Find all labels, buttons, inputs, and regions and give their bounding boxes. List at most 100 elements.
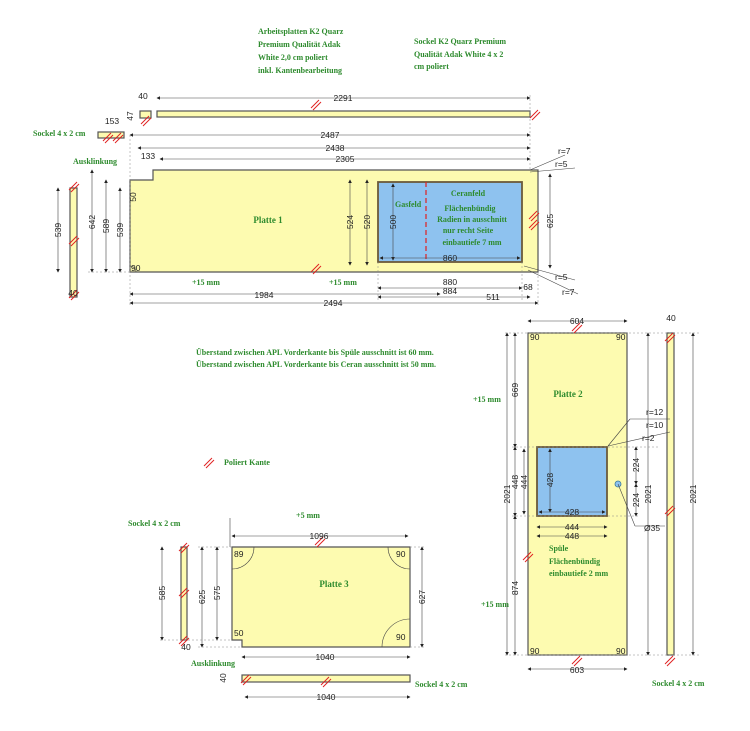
dimension-label: 68 — [523, 282, 533, 292]
dimension-label: 860 — [443, 253, 457, 263]
dimension-label: Qualität Adak White 4 x 2 — [414, 50, 503, 59]
dimension-label: 2021 — [643, 484, 653, 503]
dimension-label: +5 mm — [296, 511, 320, 520]
dimension-label: 880 — [443, 277, 457, 287]
dimension-label: 90 — [530, 646, 540, 656]
sockel-piece-153 — [97, 131, 125, 139]
dimension-label: 625 — [197, 590, 207, 604]
dimension-label: 604 — [570, 316, 584, 326]
dimension-label: 625 — [545, 214, 555, 228]
dimension-label: 539 — [115, 223, 125, 237]
drawing-line — [607, 431, 671, 447]
sockel-label-right: Sockel 4 x 2 cm — [652, 679, 705, 688]
drawing-line — [607, 418, 631, 447]
drawing-line — [527, 269, 579, 295]
spuele-note: Spüle Flächenbündig einbautiefe 2 mm — [549, 544, 608, 578]
dimension-label: +15 mm — [473, 395, 501, 404]
dimension-label: 585 — [157, 586, 167, 600]
dimension-label: 2487 — [321, 130, 340, 140]
dimension-label: einbautiefe 2 mm — [549, 569, 608, 578]
ceranfeld-note: Ceranfeld Flächenbündig Radien in aussch… — [437, 189, 507, 247]
dimension-label: Arbeitsplatten K2 Quarz — [258, 27, 344, 36]
dimension-label: einbautiefe 7 mm — [442, 238, 501, 247]
dimension-label: cm poliert — [414, 62, 449, 71]
platte-3-group: +5 mm Sockel 4 x 2 cm 1096 89 90 90 50 P… — [128, 511, 468, 702]
dimension-label: 224 — [631, 493, 641, 507]
drawing-line — [129, 265, 137, 273]
dimension-label: +15 mm — [329, 278, 357, 287]
platte-1-group: 2291 40 47 153 Sockel 4 x 2 cm 2487 2438… — [33, 91, 579, 308]
dimension-label: inkl. Kantenbearbeitung — [258, 66, 342, 75]
dimension-label: Flächenbündig — [549, 557, 600, 566]
dimension-label: r=7 — [558, 146, 571, 156]
overhang-note-sink: Überstand zwischen APL Vorderkante bis S… — [196, 348, 434, 357]
dimension-label: Flächenbündig — [444, 204, 495, 213]
platte-2-group: 604 603 669 2021 448 444 874 428 428 444… — [473, 313, 705, 688]
dimension-label: 448 — [510, 475, 520, 489]
gasfeld-label: Gasfeld — [395, 200, 422, 209]
dimension-label: +15 mm — [481, 600, 509, 609]
dimension-label: 428 — [565, 507, 579, 517]
dimension-label: 133 — [141, 151, 155, 161]
dimension-label: 603 — [570, 665, 584, 675]
dimension-label: Ceranfeld — [451, 189, 486, 198]
dimension-label: 40 — [218, 673, 228, 683]
dimension-label: +15 mm — [192, 278, 220, 287]
sockel-material-note: Sockel K2 Quarz Premium Qualität Adak Wh… — [414, 37, 506, 71]
drawing-line — [231, 546, 255, 570]
drawing-line — [523, 265, 576, 281]
dimension-label: 500 — [388, 215, 398, 229]
dimension-label: 90 — [616, 332, 626, 342]
drawing-line — [529, 167, 576, 173]
dimension-label: 2438 — [326, 143, 345, 153]
overhang-note-ceran: Überstand zwischen APL Vorderkante bis C… — [196, 360, 436, 369]
dimension-label: 40 — [181, 642, 191, 652]
sockel-label-left-p3: Sockel 4 x 2 cm — [128, 519, 181, 528]
dimension-label: 90 — [131, 263, 141, 273]
sockel-label: Sockel 4 x 2 cm — [33, 129, 86, 138]
dimension-label: 50 — [234, 628, 244, 638]
polished-edge-marker — [310, 99, 322, 111]
dimension-label: Poliert Kante — [224, 458, 270, 467]
dimension-label: 1040 — [316, 652, 335, 662]
dimension-label: r=5 — [555, 272, 568, 282]
polished-edge-marker — [529, 109, 541, 121]
dimension-label: 1040 — [317, 692, 336, 702]
dimension-label: 50 — [128, 192, 138, 202]
sockel-strip-top — [156, 110, 531, 118]
dimension-label: 627 — [417, 590, 427, 604]
dimension-label: nur recht Seite — [443, 226, 494, 235]
dimension-label: 90 — [530, 332, 540, 342]
dimension-label: 2021 — [688, 484, 698, 503]
dimension-label: 90 — [396, 632, 406, 642]
dimension-label: Premium Qualität Adak — [258, 40, 341, 49]
dimension-label: 40 — [138, 91, 148, 101]
platte-1-label: Platte 1 — [253, 215, 283, 225]
dimension-label: 575 — [212, 586, 222, 600]
drawing-line — [529, 154, 566, 171]
dimension-label: 448 — [565, 531, 579, 541]
dimension-label: White 2,0 cm poliert — [258, 53, 328, 62]
dimension-label: 1984 — [255, 290, 274, 300]
ausklinkung-label-p3: Ausklinkung — [191, 659, 235, 668]
dimension-label: r=12 — [646, 407, 664, 417]
platte-2-label: Platte 2 — [553, 389, 583, 399]
dimension-label: Radien in ausschnitt — [437, 215, 507, 224]
dimension-label: Ø35 — [644, 523, 660, 533]
dimension-label: 224 — [631, 458, 641, 472]
polished-edge-marker — [664, 655, 676, 667]
dimension-label: r=5 — [555, 159, 568, 169]
dimension-label: 520 — [362, 215, 372, 229]
drawing-line — [617, 483, 636, 527]
dimension-label: 90 — [396, 549, 406, 559]
ceranfeld-cutout — [377, 181, 523, 263]
dimension-label: 90 — [616, 646, 626, 656]
sockel-label-bottom-p3: Sockel 4 x 2 cm — [415, 680, 468, 689]
platte-3-label: Platte 3 — [319, 579, 349, 589]
dimension-label: 642 — [87, 215, 97, 229]
dimension-label: 511 — [486, 292, 500, 302]
dimension-label: 40 — [68, 288, 78, 298]
ausklinkung-label: Ausklinkung — [73, 157, 117, 166]
dimension-label: 89 — [234, 549, 244, 559]
